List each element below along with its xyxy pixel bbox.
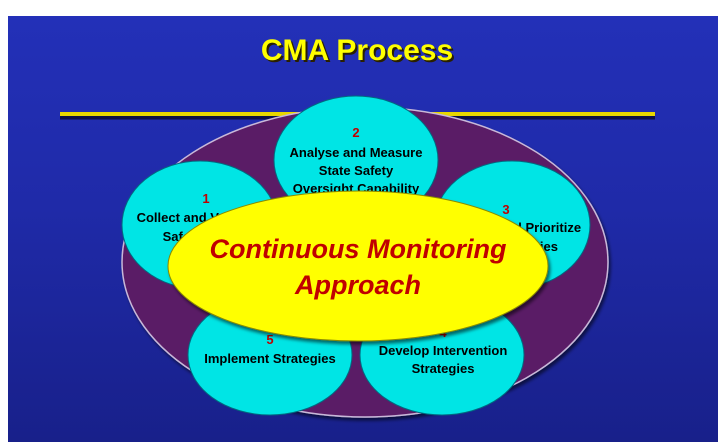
center-ellipse: Continuous Monitoring Approach bbox=[167, 190, 549, 342]
step-label-line: Analyse and Measure bbox=[290, 145, 423, 160]
step-label-line: Implement Strategies bbox=[204, 351, 336, 366]
center-label-line: Continuous Monitoring bbox=[210, 234, 507, 264]
center-label-line: Approach bbox=[294, 270, 421, 300]
step-number: 3 bbox=[502, 202, 509, 217]
page-title-shadow: CMA Process bbox=[263, 36, 455, 69]
step-label-line: Develop Intervention bbox=[379, 343, 508, 358]
step-label-line: State Safety bbox=[319, 163, 394, 178]
page-title: CMA Process bbox=[261, 34, 453, 67]
step-number: 1 bbox=[202, 191, 209, 206]
step-number: 2 bbox=[352, 125, 359, 140]
step-number: 5 bbox=[266, 332, 273, 347]
step-label-line: Strategies bbox=[412, 361, 475, 376]
